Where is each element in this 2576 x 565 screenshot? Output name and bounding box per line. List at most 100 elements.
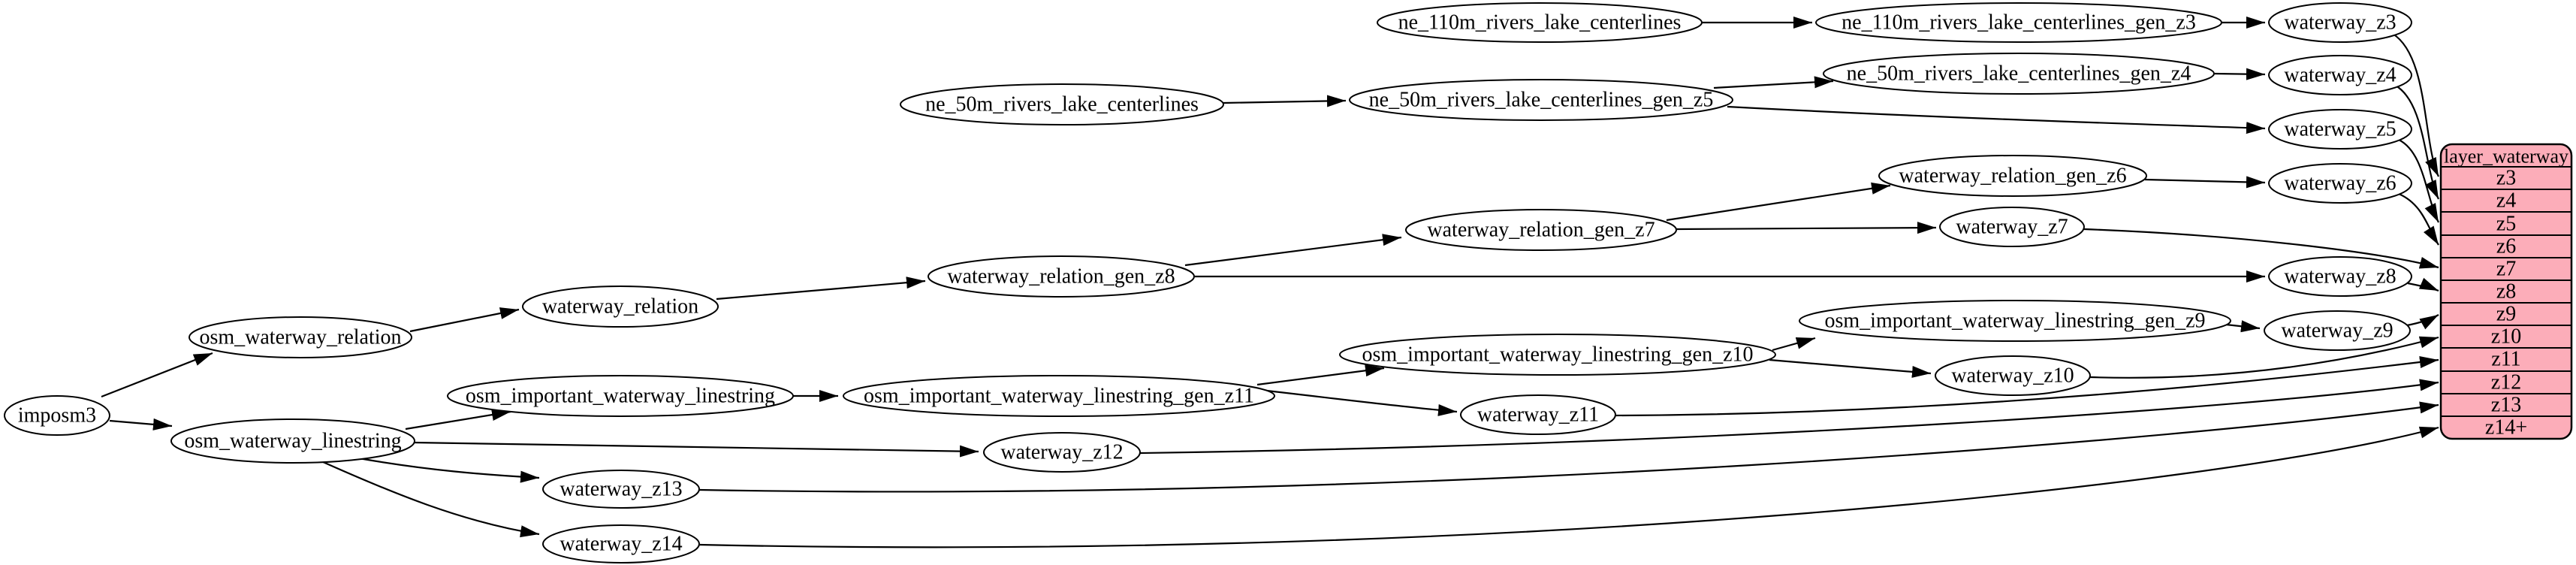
node-waterway_z6-shape [2268, 163, 2412, 204]
edge-waterway_z3-to-row-z3 [2392, 33, 2439, 177]
edge-waterway_z8-to-row-z8 [2407, 277, 2439, 292]
node-waterway_z7-shape [1939, 207, 2085, 247]
node-ne_110m_rivers_lake_centerlines-shape [1377, 2, 1703, 43]
record-row-z4: z4 [2496, 189, 2516, 213]
node-ne_50m_rivers_lake_centerlines_gen_z4-shape [1823, 53, 2215, 95]
record-row-z14plus: z14+ [2485, 416, 2527, 440]
record-title: layer_waterway [2444, 146, 2568, 168]
node-waterway_z12-shape [983, 432, 1141, 473]
node-waterway_z3-shape [2268, 2, 2412, 43]
node-waterway_relation_gen_z8: waterway_relation_gen_z8 [928, 255, 1195, 298]
node-waterway_relation-shape [522, 286, 719, 328]
node-ne_50m_rivers_lake_centerlines_gen_z5: ne_50m_rivers_lake_centerlines_gen_z5 [1349, 79, 1733, 121]
node-waterway_z10-label: waterway_z10 [1951, 364, 2074, 388]
node-waterway_relation: waterway_relation [522, 286, 719, 328]
node-waterway_z5-shape [2268, 109, 2412, 150]
node-ne_50m_rivers_lake_centerlines_gen_z5-label: ne_50m_rivers_lake_centerlines_gen_z5 [1369, 89, 1714, 112]
edge-osm_waterway_linestring-to-waterway_z13 [358, 457, 540, 483]
node-waterway_relation_gen_z7-shape [1405, 209, 1677, 251]
node-waterway_z14: waterway_z14 [542, 524, 700, 563]
record-row-z8: z8 [2496, 280, 2516, 304]
record-row-z6: z6 [2496, 235, 2516, 258]
node-osm_important_waterway_linestring_gen_z10-shape [1339, 334, 1776, 376]
node-waterway_z10: waterway_z10 [1935, 355, 2091, 396]
edge-ne_50m-to-ne_50m_gen_z5 [1223, 95, 1347, 107]
edge-gen_z10-to-gen_z9 [1772, 337, 1816, 352]
node-waterway_z5-label: waterway_z5 [2284, 118, 2396, 141]
edge-osm_waterway_relation-to-waterway_relation [409, 307, 520, 333]
node-waterway_z7-label: waterway_z7 [1956, 216, 2068, 239]
node-waterway_z5: waterway_z5 [2268, 109, 2412, 150]
node-waterway_z11: waterway_z11 [1460, 394, 1616, 435]
node-imposm3-label: imposm3 [18, 404, 96, 428]
record-row-z9: z9 [2496, 303, 2516, 326]
edge-waterway_z13-to-row-z13 [698, 401, 2439, 493]
node-osm_important_waterway_linestring_gen_z11-label: osm_important_waterway_linestring_gen_z1… [864, 385, 1254, 408]
node-waterway_relation_gen_z8-shape [928, 255, 1195, 298]
node-ne_50m_rivers_lake_centerlines_gen_z5-shape [1349, 79, 1733, 121]
record-row-z13: z13 [2491, 394, 2521, 417]
edge-waterway_z6-to-row-z6 [2398, 192, 2439, 246]
node-osm_important_waterway_linestring_gen_z9-shape [1799, 300, 2231, 342]
node-waterway_relation_gen_z7-label: waterway_relation_gen_z7 [1427, 219, 1654, 242]
node-ne_110m_rivers_lake_centerlines_gen_z3-shape [1815, 2, 2222, 43]
edge-waterway_z10-to-row-z10 [2089, 336, 2439, 379]
node-waterway_z14-label: waterway_z14 [560, 533, 682, 556]
edge-osm_waterway_linestring-to-osm_important_waterway_linestring [405, 409, 511, 431]
record-row-z5: z5 [2496, 213, 2516, 236]
node-imposm3: imposm3 [4, 395, 110, 436]
node-waterway_z4: waterway_z4 [2268, 55, 2412, 95]
edge-imposm3-to-osm_waterway_linestring [109, 418, 173, 431]
node-waterway_z8-shape [2268, 256, 2412, 297]
edge-waterway_relation_gen_z7-to-waterway_z7 [1676, 222, 1937, 234]
node-ne_50m_rivers_lake_centerlines_gen_z4: ne_50m_rivers_lake_centerlines_gen_z4 [1823, 53, 2215, 95]
node-waterway_z12-label: waterway_z12 [1000, 441, 1123, 464]
node-waterway_z6-label: waterway_z6 [2284, 172, 2396, 195]
record-row-z7: z7 [2496, 258, 2516, 281]
node-waterway_z13-shape [542, 470, 700, 509]
node-waterway_z6: waterway_z6 [2268, 163, 2412, 204]
node-ne_50m_rivers_lake_centerlines_gen_z4-label: ne_50m_rivers_lake_centerlines_gen_z4 [1847, 62, 2191, 86]
edge-waterway_z5-to-row-z5 [2398, 139, 2439, 223]
node-waterway_z3-label: waterway_z3 [2284, 11, 2396, 35]
node-waterway_z7: waterway_z7 [1939, 207, 2085, 247]
node-waterway_z13-label: waterway_z13 [560, 478, 682, 501]
node-ne_110m_rivers_lake_centerlines_gen_z3-label: ne_110m_rivers_lake_centerlines_gen_z3 [1842, 11, 2196, 35]
edge-gen_z11-to-waterway_z11 [1259, 388, 1458, 416]
edge-waterway_z4-to-row-z4 [2395, 85, 2439, 200]
edge-waterway_z9-to-row-z9 [2406, 314, 2439, 330]
node-osm_waterway_linestring-shape [170, 418, 415, 464]
record-row-z3: z3 [2496, 167, 2516, 190]
node-osm_waterway_relation-label: osm_waterway_relation [199, 326, 401, 349]
edge-gen_z10-to-waterway_z10 [1769, 358, 1932, 378]
node-waterway_relation_gen_z6-shape [1878, 155, 2147, 197]
node-ne_110m_rivers_lake_centerlines_gen_z3: ne_110m_rivers_lake_centerlines_gen_z3 [1815, 2, 2222, 43]
node-waterway_relation-label: waterway_relation [542, 295, 698, 319]
node-ne_110m_rivers_lake_centerlines-label: ne_110m_rivers_lake_centerlines [1398, 11, 1682, 35]
node-waterway_z3: waterway_z3 [2268, 2, 2412, 43]
record-row-z10: z10 [2491, 325, 2521, 349]
node-osm_waterway_linestring: osm_waterway_linestring [170, 418, 415, 464]
edge-layer [101, 17, 2439, 548]
node-waterway_z13: waterway_z13 [542, 470, 700, 509]
edge-osm_waterway_linestring-to-waterway_z12 [413, 441, 979, 458]
edge-waterway_relation-to-waterway_relation_gen_z8 [716, 276, 926, 301]
node-waterway_z4-label: waterway_z4 [2284, 64, 2396, 87]
node-osm_important_waterway_linestring-shape [447, 375, 794, 417]
node-waterway_z11-label: waterway_z11 [1477, 403, 1599, 427]
edge-gen_z9-to-waterway_z9 [2225, 320, 2261, 333]
record-row-z12: z12 [2491, 371, 2521, 394]
edge-waterway_z7-to-row-z7 [2083, 228, 2439, 269]
edge-ne_50m_gen_z5-to-ne_50m_gen_z4 [1713, 76, 1834, 89]
node-ne_50m_rivers_lake_centerlines: ne_50m_rivers_lake_centerlines [900, 83, 1224, 125]
node-waterway_relation_gen_z7: waterway_relation_gen_z7 [1405, 209, 1677, 251]
node-waterway_z8-label: waterway_z8 [2284, 265, 2396, 289]
edge-waterway_relation_gen_z6-to-waterway_z6 [2144, 176, 2266, 189]
edge-gen_z11-to-gen_z10 [1256, 364, 1385, 386]
node-osm_important_waterway_linestring_gen_z9-label: osm_important_waterway_linestring_gen_z9 [1825, 310, 2206, 333]
node-waterway_z11-shape [1460, 394, 1616, 435]
edge-waterway_z14-to-row-z14plus [698, 426, 2439, 548]
node-waterway_relation_gen_z6-label: waterway_relation_gen_z6 [1899, 165, 2126, 188]
record-row-z11: z11 [2491, 348, 2520, 371]
